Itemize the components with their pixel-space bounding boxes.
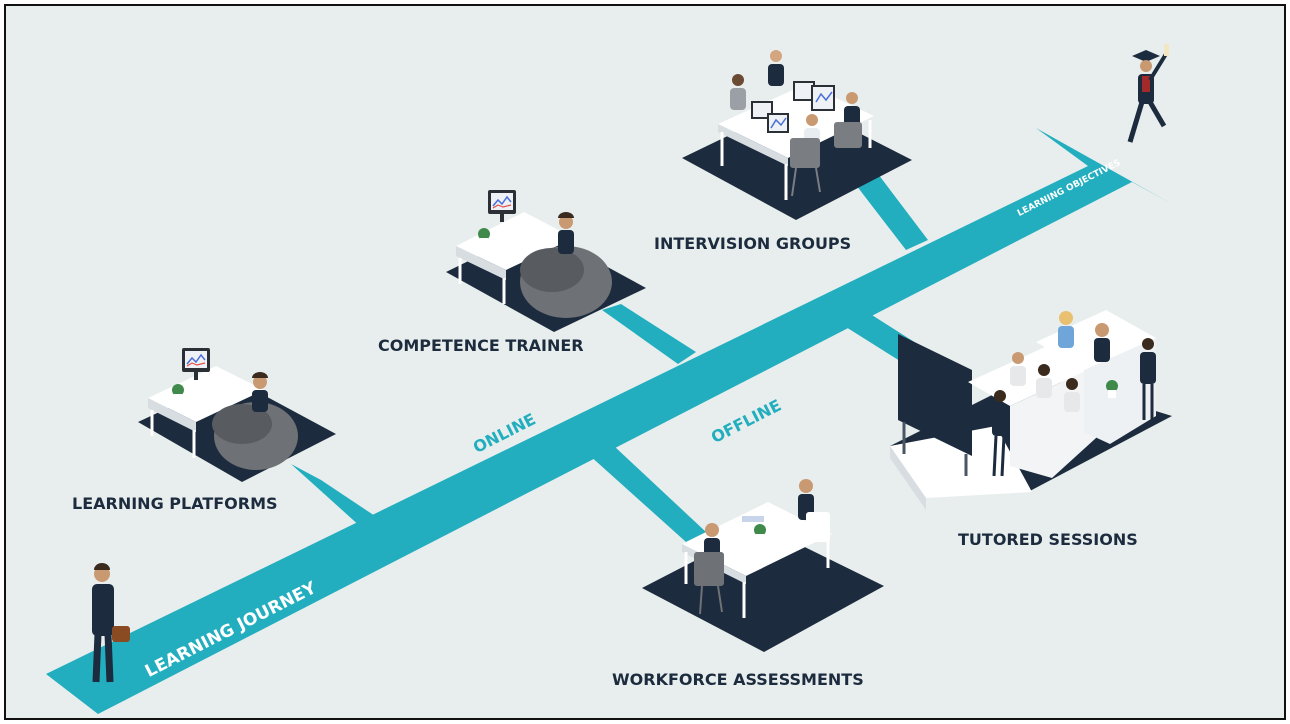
tutored-sessions-illustration [890, 310, 1172, 510]
main-arrow [46, 128, 1172, 714]
graduate-figure [1127, 44, 1169, 143]
diagram-canvas: LEARNING JOURNEY LEARNING OBJECTIVES ONL… [4, 4, 1286, 720]
branch-competence-trainer [602, 304, 696, 364]
station-label-workforce-assessments: WORKFORCE ASSESSMENTS [612, 670, 864, 689]
station-label-tutored-sessions: TUTORED SESSIONS [958, 530, 1138, 549]
intervision-groups-illustration [682, 50, 912, 220]
branch-learning-platforms [291, 464, 384, 528]
diagram-art [46, 44, 1172, 714]
competence-trainer-illustration [446, 190, 646, 332]
station-label-learning-platforms: LEARNING PLATFORMS [72, 494, 278, 513]
learning-platforms-illustration [138, 348, 336, 482]
branch-workforce-assessments [588, 446, 706, 542]
station-label-intervision-groups: INTERVISION GROUPS [654, 234, 852, 253]
station-label-competence-trainer: COMPETENCE TRAINER [378, 336, 584, 355]
workforce-assessments-illustration [642, 479, 884, 652]
walking-person-figure [92, 563, 130, 683]
branch-intervision-groups [846, 166, 928, 250]
